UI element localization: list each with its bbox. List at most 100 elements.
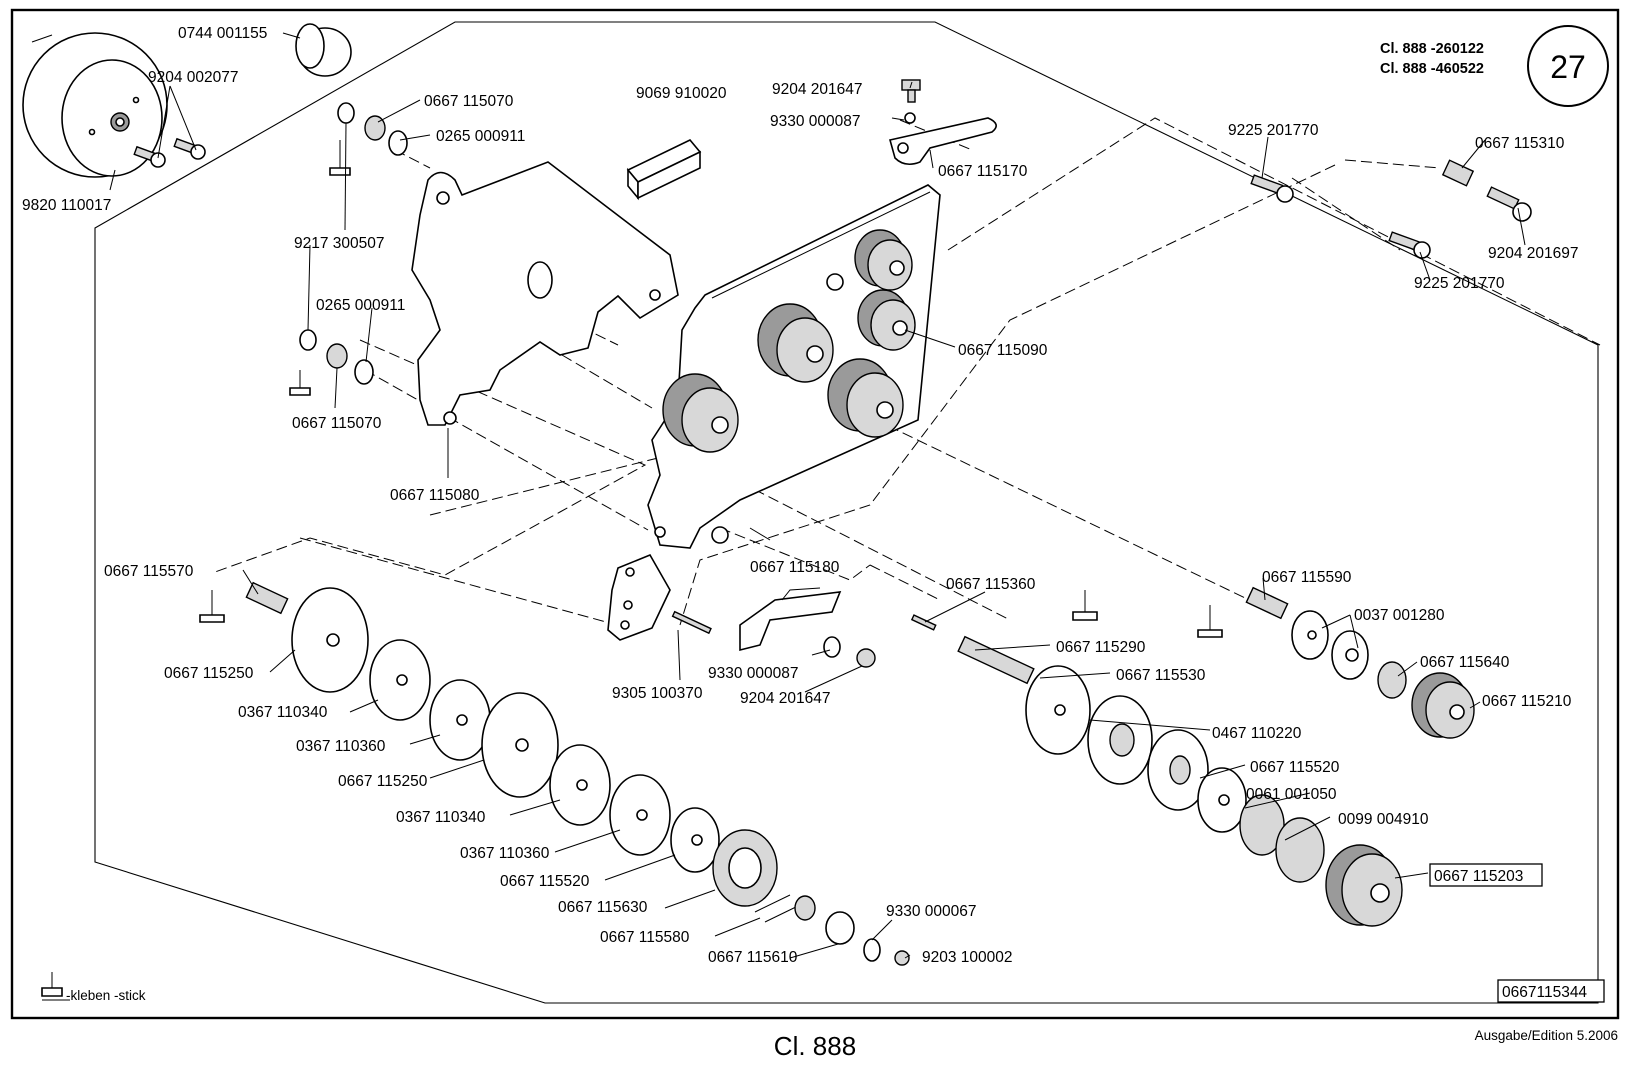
glue-icon-3 — [199, 590, 225, 623]
spring-0667-115610 — [794, 895, 855, 945]
block-9069-910020 — [626, 139, 702, 201]
part-label: 0667 115290 — [1056, 639, 1146, 656]
part-label: 9204 201697 — [1488, 245, 1579, 262]
stud-0667-115570 — [245, 581, 289, 615]
part-label: 0667 115203 — [1434, 868, 1523, 885]
part-label: 9217 300507 — [294, 235, 385, 252]
part-label: 9820 110017 — [22, 197, 111, 214]
part-label: 0667 115310 — [1475, 135, 1565, 152]
disc-0061-001050 — [1239, 794, 1285, 856]
pin-0667-115360 — [910, 614, 937, 631]
washer-screw-lower — [823, 636, 876, 668]
part-label: 9204 002077 — [148, 69, 239, 86]
part-label: 9204 201647 — [740, 690, 831, 707]
part-label: 0367 110360 — [460, 845, 550, 862]
part-label: 0744 001155 — [178, 25, 267, 42]
part-label: 0667 115630 — [558, 899, 648, 916]
glue-icon-4 — [1072, 590, 1098, 621]
knob-0667-115210 — [1411, 672, 1475, 739]
disc-0667-115520-b2 — [1147, 729, 1209, 811]
disc-0367-110340-b — [549, 744, 611, 826]
spring-0667-115640 — [1377, 661, 1407, 699]
part-label: 0667 115070 — [424, 93, 514, 110]
glue-icon — [41, 987, 63, 997]
part-label: 9330 000087 — [770, 113, 861, 130]
part-label: 0667 115610 — [708, 949, 798, 966]
part-label: 0667 115250 — [338, 773, 428, 790]
outer-frame — [10, 8, 1620, 1020]
part-label: 0467 110220 — [1212, 725, 1302, 742]
disc-0467-110220 — [1025, 665, 1091, 755]
part-label: 0367 110360 — [296, 738, 386, 755]
part-label: 0667 115090 — [958, 342, 1048, 359]
part-label: 9225 201770 — [1414, 275, 1505, 292]
part-label: 9225 201770 — [1228, 122, 1319, 139]
drawing-number: 0667115344 — [1502, 984, 1587, 1001]
screw-9204-002077 — [133, 137, 206, 168]
washer-0037-001280-b — [1331, 630, 1369, 680]
model-line-1: Cl. 888 -260122 — [1380, 41, 1484, 57]
part-label: 0667 115520 — [1250, 759, 1340, 776]
screw-9203-100002 — [894, 950, 910, 966]
part-label: 9204 201647 — [772, 81, 863, 98]
part-label-box — [1429, 863, 1543, 887]
part-label: 0667 115210 — [1482, 693, 1572, 710]
part-label: 0667 115070 — [292, 415, 382, 432]
part-label: 0667 115080 — [390, 487, 480, 504]
plate-0367-110360-b — [609, 774, 671, 856]
stud-group-lower — [299, 329, 374, 385]
plate-0367-110360-a — [429, 679, 491, 761]
part-label: 9305 100370 — [612, 685, 703, 702]
disc-0667-115520-b3 — [1197, 767, 1247, 833]
glue-icon-2 — [289, 370, 311, 396]
header: Cl. 888 -260122 Cl. 888 -460522 27 — [1380, 25, 1609, 107]
screw-9225-201770-b — [1388, 231, 1431, 259]
part-label: 0667 115520 — [500, 873, 590, 890]
part-label: 0667 115250 — [164, 665, 254, 682]
guide-0667-115180 — [739, 587, 842, 652]
part-labels: 0744 001155 9204 002077 9820 110017 0667… — [22, 25, 1579, 966]
glue-icon-5 — [1197, 605, 1223, 638]
glue-icon-1 — [329, 140, 351, 176]
stud-group-upper — [337, 102, 408, 156]
part-label: 0667 115590 — [1262, 569, 1352, 586]
disc-0367-110340-a — [369, 639, 431, 721]
legend: -kleben -stick — [41, 972, 146, 1003]
disc-0667-115250-a — [291, 587, 369, 693]
footer-edition: Ausgabe/Edition 5.2006 — [1475, 1028, 1618, 1043]
part-label: 0037 001280 — [1354, 607, 1445, 624]
sleeve-0667-115310 — [1441, 159, 1475, 187]
part-label: 9330 000087 — [708, 665, 799, 682]
spring-0099-004910 — [1275, 817, 1325, 883]
part-label: 0667 115640 — [1420, 654, 1510, 671]
part-label: 9203 100002 — [922, 949, 1013, 966]
model-line-2: Cl. 888 -460522 — [1380, 61, 1484, 77]
screw-9204-201697 — [1486, 186, 1532, 222]
part-label: 0667 115530 — [1116, 667, 1206, 684]
disc-0667-115520-b1 — [1087, 695, 1153, 785]
part-label: 0667 115570 — [104, 563, 194, 580]
part-label: 0667 115170 — [938, 163, 1028, 180]
spring-0667-115530 — [957, 635, 1035, 685]
cap-0744-001155 — [295, 23, 352, 77]
part-label: 9330 000067 — [886, 903, 977, 920]
part-label: 0667 115580 — [600, 929, 690, 946]
pin-9305-100370 — [671, 610, 712, 635]
footer-title: Cl. 888 — [774, 1031, 856, 1061]
disc-0667-115520-a — [670, 807, 720, 873]
page-number: 27 — [1550, 49, 1586, 85]
page-number-circle — [1527, 25, 1609, 107]
part-label: 0099 004910 — [1338, 811, 1429, 828]
part-label: 0367 110340 — [396, 809, 486, 826]
bracket-0667-115180 — [607, 553, 671, 641]
spring-0667-115580 — [754, 894, 801, 923]
washer-9330-000067 — [863, 938, 881, 962]
tension-plate-0667-115090 — [647, 184, 941, 549]
washer-0037-001280-a — [1291, 610, 1329, 660]
part-label: 0061 001050 — [1246, 786, 1337, 803]
center-lines — [214, 117, 1601, 629]
knob-0667-115203 — [1325, 844, 1403, 927]
part-label: 0265 000911 — [316, 297, 405, 314]
bracket-0667-115170 — [889, 79, 997, 166]
